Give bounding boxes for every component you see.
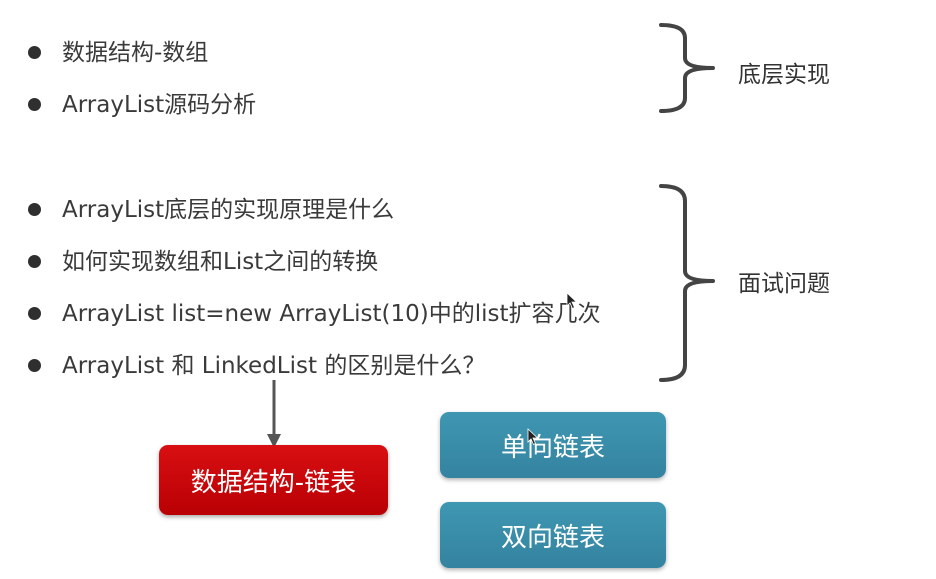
bullet-icon	[28, 359, 41, 372]
list-item: ArrayList 和 LinkedList 的区别是什么？	[28, 349, 601, 401]
list-item: ArrayList源码分析	[28, 88, 256, 140]
mouse-cursor-icon	[566, 292, 578, 310]
interview-questions-list: ArrayList底层的实现原理是什么 如何实现数组和List之间的转换 Arr…	[28, 193, 601, 401]
doubly-linked-list-box-label: 双向链表	[500, 522, 605, 553]
linked-list-box[interactable]: 数据结构-链表	[159, 445, 388, 515]
list-item-text: ArrayList源码分析	[62, 92, 257, 118]
bullet-icon	[28, 203, 41, 216]
bullet-icon	[28, 98, 41, 111]
bullet-icon	[28, 46, 41, 59]
list-item-text: ArrayList底层的实现原理是什么	[62, 197, 395, 223]
interview-questions-label: 面试问题	[738, 271, 830, 297]
right-brace-icon	[659, 184, 715, 382]
doubly-linked-list-box[interactable]: 双向链表	[440, 502, 666, 568]
underlying-implementation-label: 底层实现	[738, 62, 830, 88]
list-item: ArrayList底层的实现原理是什么	[28, 193, 601, 245]
mouse-cursor-icon	[527, 428, 539, 446]
list-item-text: ArrayList list=new ArrayList(10)中的list扩容…	[62, 301, 601, 327]
singly-linked-list-box[interactable]: 单向链表	[440, 412, 666, 478]
linked-list-box-label: 数据结构-链表	[190, 467, 357, 498]
list-item: 如何实现数组和List之间的转换	[28, 245, 601, 297]
singly-linked-list-box-label: 单向链表	[500, 432, 605, 463]
list-item: 数据结构-数组	[28, 36, 256, 88]
underlying-implementation-list: 数据结构-数组 ArrayList源码分析	[28, 36, 256, 140]
list-item-text: 数据结构-数组	[62, 40, 209, 66]
right-brace-icon	[659, 23, 715, 113]
list-item-text: 如何实现数组和List之间的转换	[62, 249, 379, 275]
bullet-icon	[28, 255, 41, 268]
bullet-icon	[28, 307, 41, 320]
list-item: ArrayList list=new ArrayList(10)中的list扩容…	[28, 297, 601, 349]
list-item-text: ArrayList 和 LinkedList 的区别是什么？	[62, 353, 486, 379]
arrow-down-icon	[267, 380, 281, 448]
